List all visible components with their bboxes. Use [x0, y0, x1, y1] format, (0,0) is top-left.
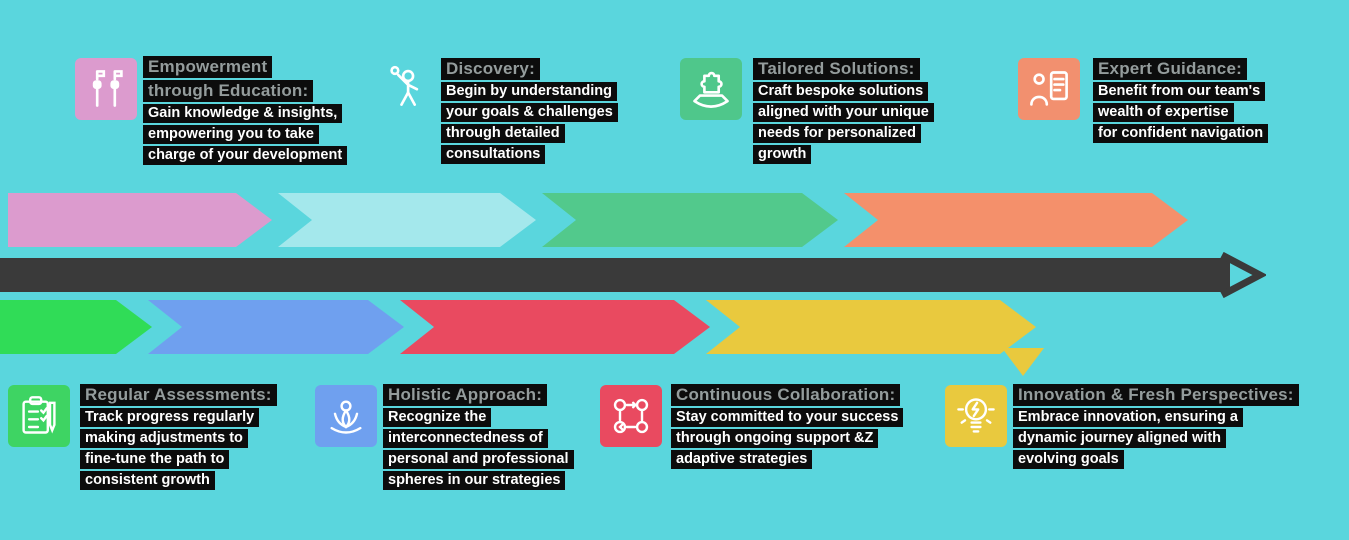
hand-puzzle-icon	[680, 58, 742, 120]
step-innovation: Innovation & Fresh Perspectives: Embrace…	[1013, 384, 1299, 471]
person-discovery-icon	[376, 56, 438, 118]
process-arrow-bottom-3	[400, 300, 710, 354]
people-network-icon	[600, 385, 662, 447]
person-checklist-icon	[1018, 58, 1080, 120]
step-assessments: Regular Assessments: Track progress regu…	[80, 384, 277, 492]
process-arrow-top-2	[278, 193, 536, 247]
step-tailored-title: Tailored Solutions:	[753, 58, 934, 80]
process-arrow-top-4	[844, 193, 1188, 247]
down-arrowhead-icon	[1002, 348, 1044, 376]
step-empowerment-body: Gain knowledge & insights,empowering you…	[143, 104, 348, 165]
step-collaboration-title: Continuous Collaboration:	[671, 384, 903, 406]
step-tailored: Tailored Solutions: Craft bespoke soluti…	[753, 58, 934, 166]
process-arrow-bottom-4	[706, 300, 1036, 354]
timeline-arrowhead-icon	[1220, 252, 1266, 298]
lightbulb-bolt-icon	[945, 385, 1007, 447]
process-arrow-top-1	[8, 193, 272, 247]
step-expert-title: Expert Guidance:	[1093, 58, 1268, 80]
process-arrow-bottom-2	[148, 300, 404, 354]
step-holistic-title: Holistic Approach:	[383, 384, 574, 406]
clipboard-check-icon	[8, 385, 70, 447]
raised-fists-icon	[75, 58, 137, 120]
step-discovery-title: Discovery:	[441, 58, 618, 80]
timeline-band	[0, 258, 1230, 292]
step-collaboration: Continuous Collaboration: Stay committed…	[671, 384, 904, 471]
lotus-person-icon	[315, 385, 377, 447]
process-arrow-bottom-1	[0, 300, 152, 354]
step-assessments-title: Regular Assessments:	[80, 384, 277, 406]
step-expert: Expert Guidance: Benefit from our team's…	[1093, 58, 1269, 145]
process-arrow-top-3	[542, 193, 838, 247]
step-innovation-title: Innovation & Fresh Perspectives:	[1013, 384, 1299, 406]
